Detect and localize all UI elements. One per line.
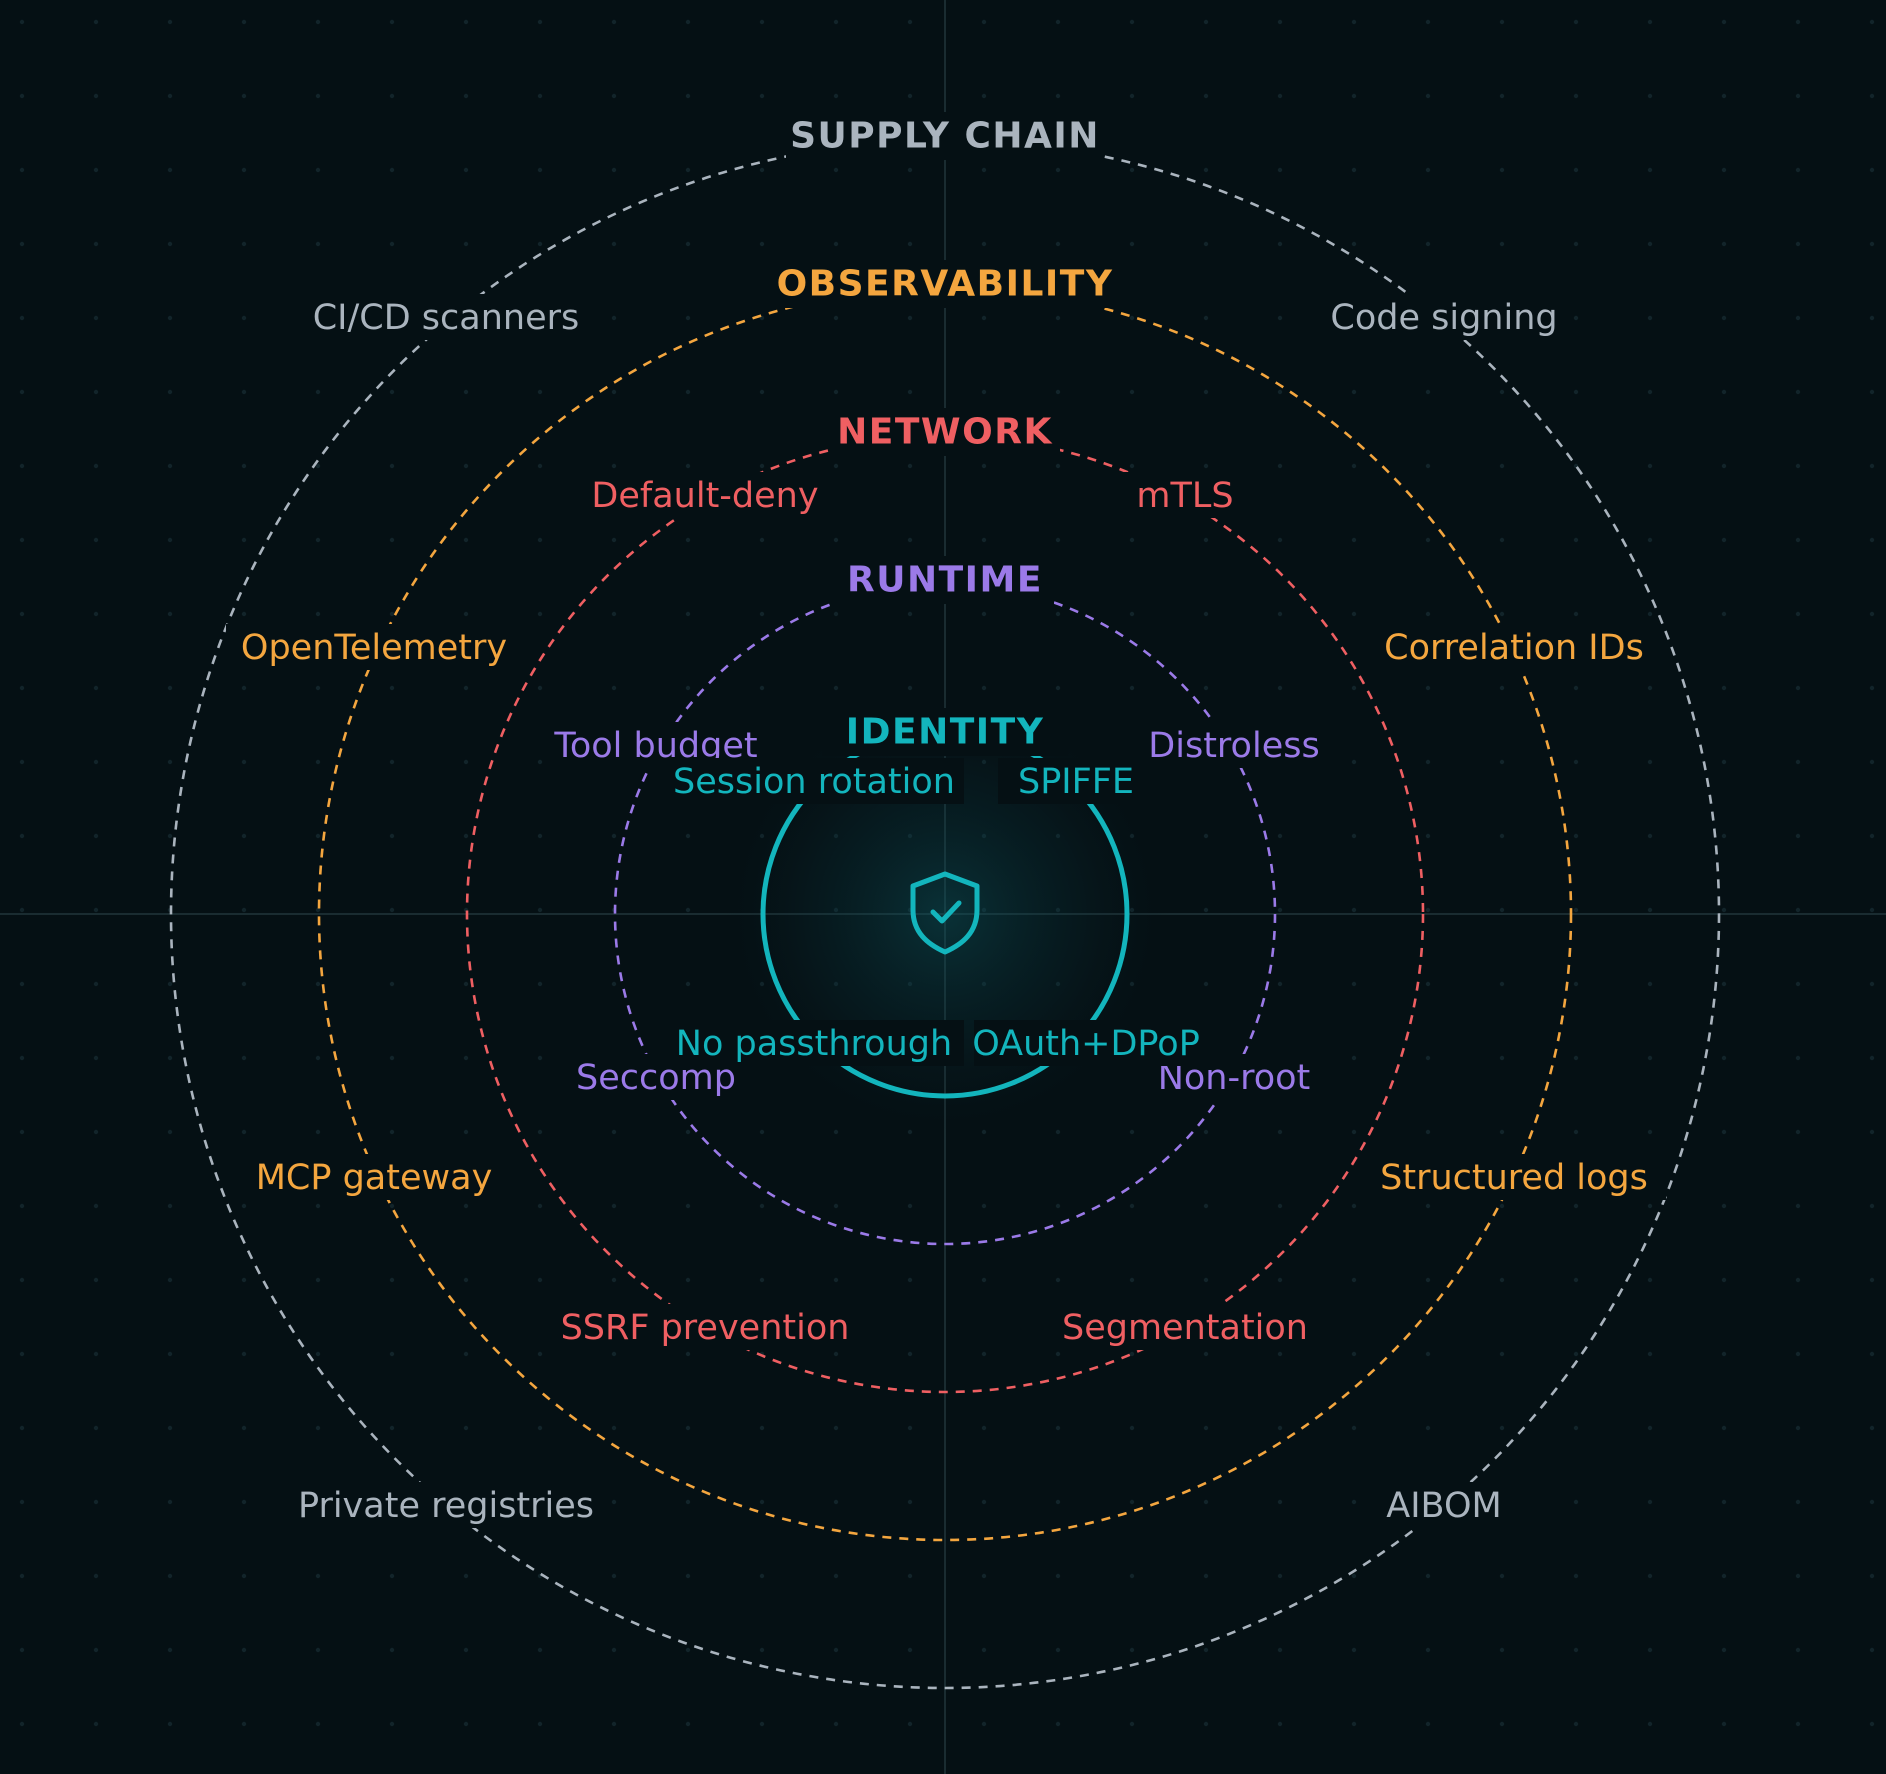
identity-item-spiffe: SPIFFE xyxy=(1018,762,1134,802)
network-item-ssrf-prevention: SSRF prevention xyxy=(561,1308,850,1348)
observability-layer: OBSERVABILITY OpenTelemetry Correlation … xyxy=(226,260,1666,1200)
network-layer: NETWORK Default-deny mTLS SSRF preventio… xyxy=(550,408,1320,1350)
shield-check-icon xyxy=(910,871,980,955)
runtime-title: RUNTIME xyxy=(847,560,1043,601)
observability-title: OBSERVABILITY xyxy=(777,264,1114,305)
network-item-mtls: mTLS xyxy=(1136,476,1233,516)
supply-chain-item-private-registries: Private registries xyxy=(298,1486,594,1526)
supply-chain-item-aibom: AIBOM xyxy=(1386,1486,1501,1526)
identity-layer: IDENTITY Session rotation SPIFFE No pass… xyxy=(660,708,1204,1066)
supply-chain-item-ci-cd-scanners: CI/CD scanners xyxy=(313,298,580,338)
supply-chain-layer: SUPPLY CHAIN CI/CD scanners Code signing… xyxy=(286,112,1568,1528)
observability-item-opentelemetry: OpenTelemetry xyxy=(241,628,507,668)
runtime-item-distroless: Distroless xyxy=(1148,726,1319,766)
observability-item-mcp-gateway: MCP gateway xyxy=(256,1158,493,1198)
identity-item-session-rotation: Session rotation xyxy=(673,762,955,802)
observability-item-structured-logs: Structured logs xyxy=(1380,1158,1648,1198)
identity-title: IDENTITY xyxy=(846,712,1045,753)
network-title: NETWORK xyxy=(837,412,1053,453)
observability-item-correlation-ids: Correlation IDs xyxy=(1384,628,1644,668)
supply-chain-title: SUPPLY CHAIN xyxy=(790,116,1100,157)
network-item-default-deny: Default-deny xyxy=(591,476,818,516)
supply-chain-item-code-signing: Code signing xyxy=(1330,298,1557,338)
network-item-segmentation: Segmentation xyxy=(1062,1308,1308,1348)
supply-chain-ring xyxy=(169,138,1721,1690)
identity-item-oauth-dpop: OAuth+DPoP xyxy=(972,1024,1200,1064)
identity-item-no-passthrough: No passthrough xyxy=(676,1024,952,1064)
